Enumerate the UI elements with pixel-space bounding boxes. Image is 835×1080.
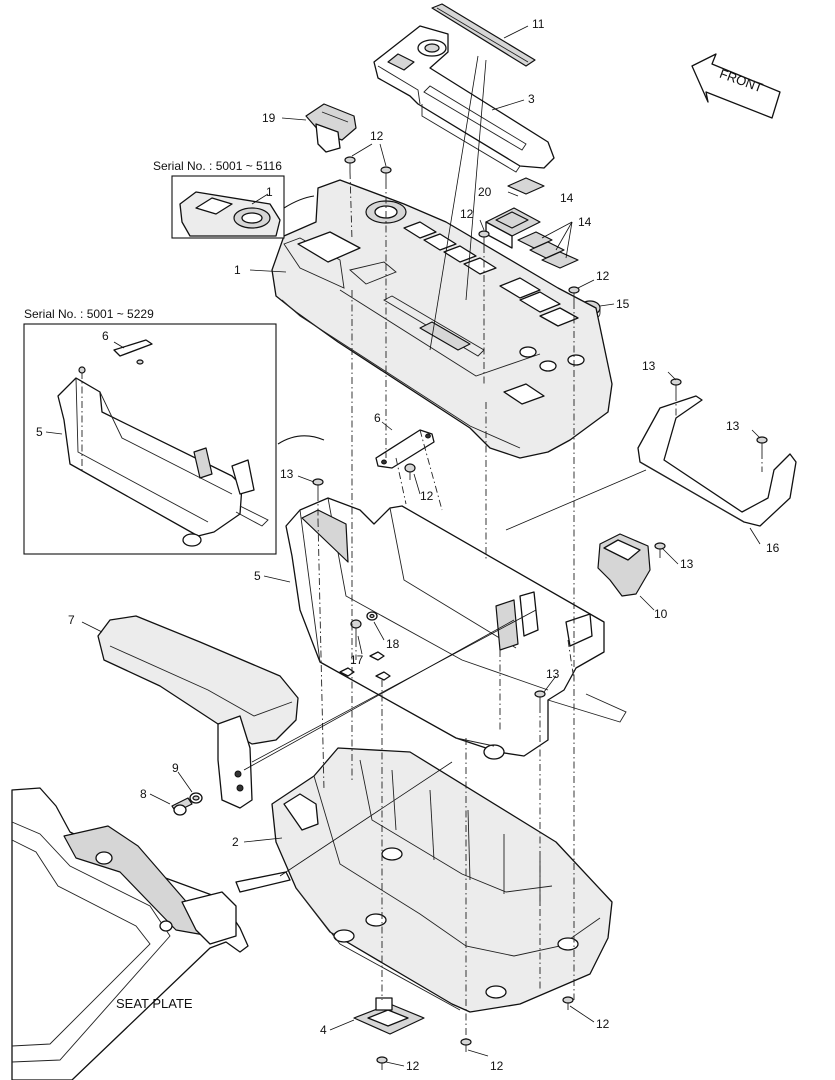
callout-13: 13: [642, 359, 656, 373]
callout-13: 13: [680, 557, 694, 571]
callout-12: 12: [420, 489, 434, 503]
callout-13: 13: [546, 667, 560, 681]
leader-lines: [243, 55, 647, 877]
callout-10: 10: [654, 607, 668, 621]
part-8-bolt: [171, 797, 193, 816]
screw-icon: [670, 378, 682, 394]
serial-inset-upper: [171, 175, 315, 239]
callout-14: 14: [578, 215, 592, 229]
callout-15: 15: [616, 297, 630, 311]
part-2-lower-tray: [271, 747, 613, 1013]
callout-12: 12: [596, 1017, 610, 1031]
screw-icon: [312, 478, 324, 494]
serial-note-upper: Serial No. : 5001 ~ 5116: [153, 159, 282, 173]
assembly-lines: [317, 171, 763, 1042]
seat-plate: SEAT PLATE: [11, 787, 291, 1080]
callout-13: 13: [280, 467, 294, 481]
screw-icon: [376, 1056, 388, 1070]
screw-icon: [344, 156, 356, 172]
callout-11: 11: [532, 17, 545, 31]
screw-icon: [136, 359, 144, 365]
callout-14: 14: [560, 191, 574, 205]
callout-12: 12: [490, 1059, 504, 1073]
part-10-clip: [597, 533, 651, 597]
part-3-upper-cover: [373, 25, 555, 173]
callout-17: 17: [350, 653, 364, 667]
callout-5: 5: [36, 425, 43, 439]
part-9-washer: [189, 792, 203, 804]
callout-12: 12: [596, 269, 610, 283]
screw-icon: [78, 366, 86, 374]
callout-9: 9: [172, 761, 179, 775]
callout-7: 7: [68, 613, 75, 627]
screw-icon: [404, 463, 416, 480]
callout-18: 18: [386, 637, 400, 651]
part-1-console: [271, 179, 613, 459]
callout-16: 16: [766, 541, 780, 555]
serial-inset-lower: [23, 323, 325, 555]
callout-pointers: [45, 25, 761, 1067]
serial-note-lower: Serial No. : 5001 ~ 5229: [24, 307, 154, 321]
callout-2: 2: [232, 835, 239, 849]
nut-icon: [369, 651, 385, 661]
callout-6: 6: [374, 411, 381, 425]
callout-3: 3: [528, 92, 535, 106]
callout-13: 13: [726, 419, 740, 433]
callout-1: 1: [266, 185, 273, 199]
screw-icon: [380, 166, 392, 182]
seat-plate-label: SEAT PLATE: [116, 996, 193, 1011]
screw-icon: [756, 436, 768, 452]
part-14-switch-caps: [507, 177, 579, 269]
callout-12: 12: [370, 129, 384, 143]
callout-1: 1: [234, 263, 241, 277]
callout-labels: 11 3 19 12 1 20 14 12 14 1 12 15 6 13 5 …: [36, 17, 780, 1073]
part-16-bracket: [637, 395, 797, 527]
nut-icon: [339, 667, 355, 677]
callout-4: 4: [320, 1023, 327, 1037]
callout-12: 12: [406, 1059, 420, 1073]
nut-icon: [375, 671, 391, 681]
screw-icon: [534, 690, 546, 706]
callout-5: 5: [254, 569, 261, 583]
callout-8: 8: [140, 787, 147, 801]
front-arrow: FRONT: [691, 53, 781, 119]
callout-20: 20: [478, 185, 492, 199]
callout-6: 6: [102, 329, 109, 343]
screw-icon: [568, 286, 580, 302]
callout-19: 19: [262, 111, 276, 125]
part-20-switch-bracket: [485, 207, 541, 249]
washer-icon: [366, 611, 378, 621]
screw-icon: [478, 230, 490, 246]
screw-icon: [654, 542, 666, 558]
screw-icon: [350, 619, 362, 640]
screw-icon: [562, 996, 574, 1010]
part-11-strip: [431, 3, 536, 67]
part-19-switch: [305, 103, 357, 153]
part-7-armrest: [97, 615, 299, 809]
callout-12: 12: [460, 207, 474, 221]
part-5-frame: [285, 497, 627, 760]
part-4-grommet: [353, 997, 425, 1035]
